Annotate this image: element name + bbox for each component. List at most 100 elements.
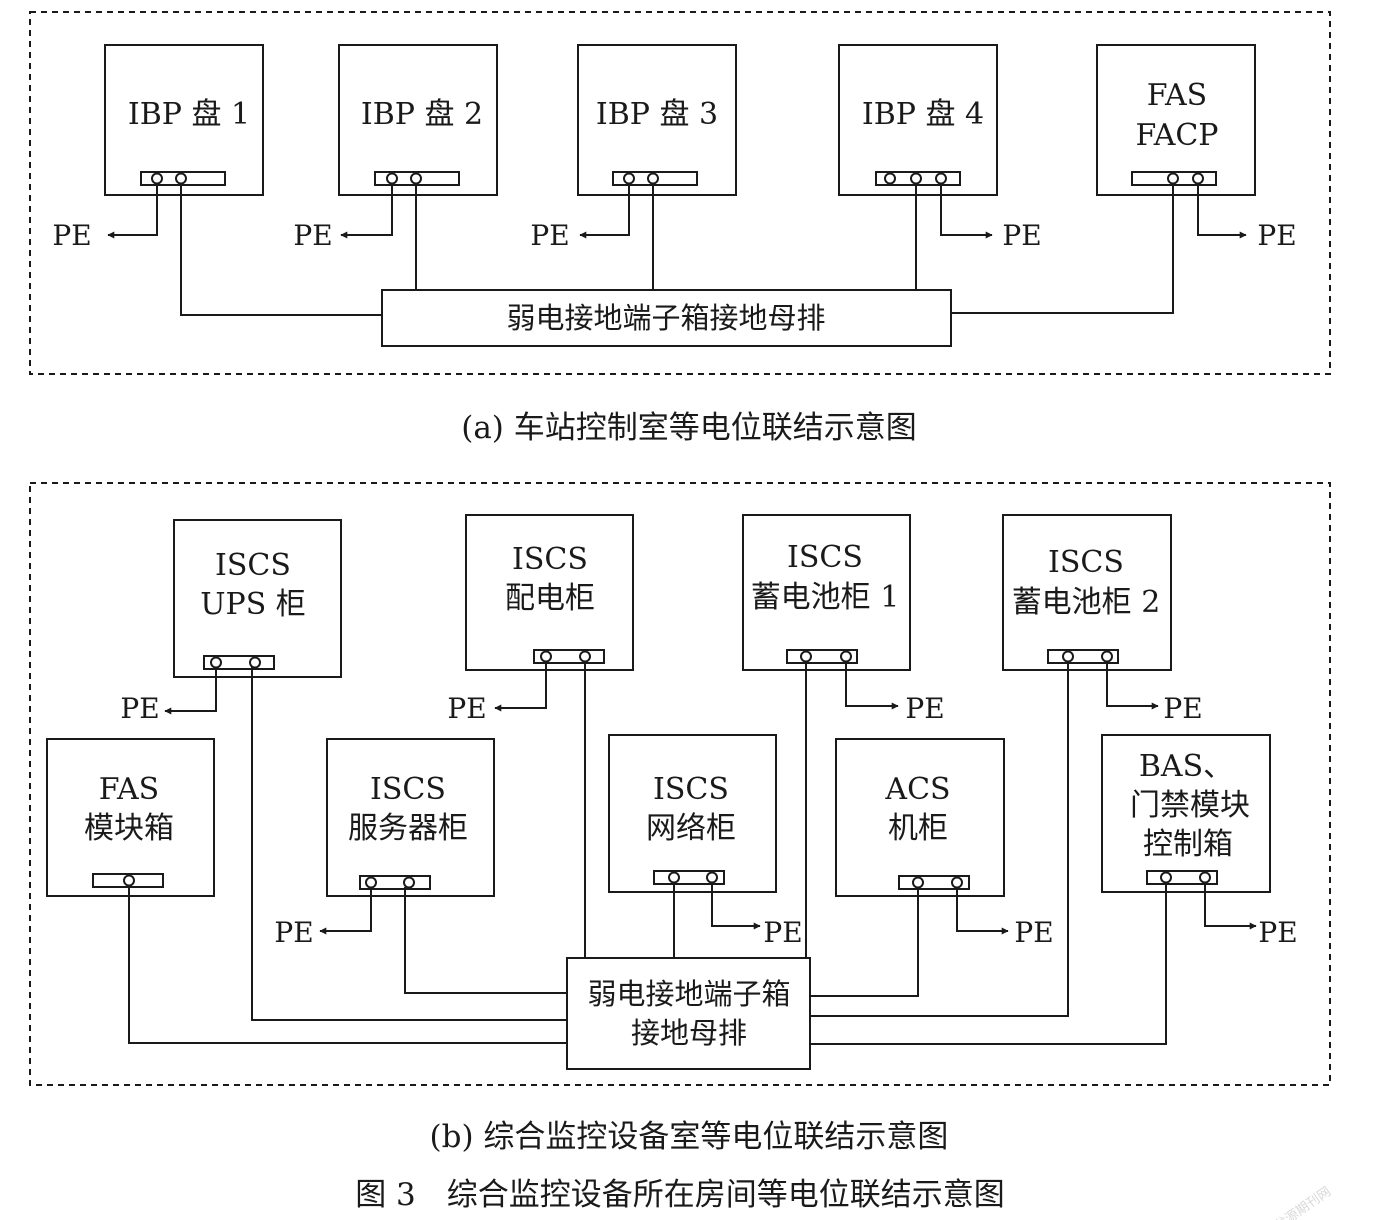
- iscs-server-cabinet-label-line-1: ISCS: [370, 772, 446, 807]
- bas-access-control-pe-wire: [1204, 882, 1257, 930]
- iscs-ups-cabinet-box: [173, 519, 342, 678]
- iscs-battery-cabinet-1-box: [742, 514, 911, 671]
- iscs-network-cabinet-label-line-2: 网络柜: [646, 811, 736, 846]
- ibp-panel-1-terminal-hole: [175, 172, 187, 185]
- iscs-distribution-cabinet-terminal-hole: [579, 650, 591, 663]
- bas-access-control-box: [1101, 734, 1271, 893]
- iscs-server-cabinet-label-line-2: 服务器柜: [348, 811, 468, 846]
- busbar-b-label-line-2: 接地母排: [631, 1016, 747, 1050]
- caption-b: (b) 综合监控设备室等电位联结示意图: [430, 1119, 949, 1155]
- watermark: 龙源期刊网: [1272, 1184, 1334, 1220]
- ibp-panel-4-label: IBP 盘 4: [862, 97, 984, 132]
- iscs-ups-cabinet-label-line-1: ISCS: [215, 548, 291, 583]
- fas-facp-terminal-hole: [1192, 172, 1204, 185]
- ibp-panel-3-box: [577, 44, 737, 196]
- ibp-panel-2-terminal-hole: [410, 172, 422, 185]
- ibp-panel-3-label: IBP 盘 3: [596, 97, 718, 132]
- iscs-server-cabinet-terminal: [359, 875, 431, 890]
- ibp-panel-1-terminal: [140, 171, 226, 186]
- ibp-panel-2-label: IBP 盘 2: [361, 97, 483, 132]
- iscs-battery-cabinet-2-terminal: [1047, 649, 1119, 664]
- ibp-panel-1-bus-wire: [180, 183, 382, 316]
- bas-access-control-label-line-1: BAS、: [1139, 749, 1233, 784]
- diagram-b-labels: ISCS UPS 柜 ISCS 配电柜 ISCS 蓄电池柜 1 ISCS 蓄电池…: [84, 540, 1298, 1155]
- iscs-ups-cabinet-bus-wire: [251, 667, 567, 1021]
- ibp-panel-4-box: [838, 44, 998, 196]
- ibp-panel-2-terminal-hole: [386, 172, 398, 185]
- acs-cabinet-label-line-2: 机柜: [888, 811, 948, 846]
- bas-access-control-terminal-hole: [1160, 871, 1172, 884]
- fas-module-box-label-line-2: 模块箱: [84, 811, 174, 846]
- fas-module-box-bus-wire: [128, 885, 567, 1044]
- ibp-panel-3-terminal-hole: [647, 172, 659, 185]
- ibp-panel-4-terminal-hole: [910, 172, 922, 185]
- iscs-distribution-cabinet-box: [465, 514, 634, 671]
- iscs-battery-cabinet-2-box: [1002, 514, 1172, 671]
- acs-cabinet-box: [835, 738, 1005, 897]
- iscs-network-cabinet-pe-wire: [711, 882, 761, 930]
- ibp-panel-3-terminal: [612, 171, 698, 186]
- ibp-panel-1-terminal-hole: [151, 172, 163, 185]
- pe-label: PE: [447, 692, 486, 725]
- pe-label: PE: [274, 916, 313, 949]
- iscs-distribution-cabinet-label-line-2: 配电柜: [505, 581, 595, 616]
- iscs-distribution-cabinet-label-line-1: ISCS: [512, 542, 588, 577]
- iscs-battery-cabinet-2-pe-wire: [1106, 661, 1159, 710]
- fas-facp-label-line-1: FAS: [1147, 78, 1207, 113]
- fas-facp-pe-wire: [1197, 183, 1247, 239]
- iscs-ups-cabinet-terminal-hole: [249, 656, 261, 669]
- pe-label: PE: [1014, 916, 1053, 949]
- pe-label: PE: [763, 916, 802, 949]
- iscs-battery-cabinet-2-terminal-hole: [1062, 650, 1074, 663]
- iscs-battery-cabinet-1-label-line-2: 蓄电池柜 1: [751, 580, 900, 615]
- iscs-distribution-cabinet-terminal: [533, 649, 605, 664]
- fas-facp-bus-wire: [951, 183, 1174, 314]
- pe-label: PE: [120, 692, 159, 725]
- fas-facp-box: [1096, 44, 1256, 196]
- iscs-battery-cabinet-2-label-line-2: 蓄电池柜 2: [1012, 585, 1161, 620]
- busbar-a-label: 弱电接地端子箱接地母排: [506, 301, 825, 335]
- fas-module-box-label-line-1: FAS: [99, 772, 159, 807]
- pe-label: PE: [293, 219, 332, 252]
- iscs-battery-cabinet-1-terminal-hole: [840, 650, 852, 663]
- iscs-battery-cabinet-2-bus-wire: [810, 661, 1069, 1017]
- diagram-a: [29, 11, 1331, 375]
- pe-label: PE: [1002, 219, 1041, 252]
- iscs-server-cabinet-bus-wire: [404, 887, 567, 994]
- iscs-network-cabinet-terminal-hole: [706, 871, 718, 884]
- iscs-network-cabinet-terminal-hole: [668, 871, 680, 884]
- iscs-distribution-cabinet-terminal-hole: [540, 650, 552, 663]
- acs-cabinet-bus-wire: [810, 887, 919, 997]
- iscs-battery-cabinet-1-label-line-1: ISCS: [787, 540, 863, 575]
- acs-cabinet-terminal: [898, 875, 970, 890]
- pe-label: PE: [52, 219, 91, 252]
- pe-label: PE: [1163, 692, 1202, 725]
- fas-module-box-terminal-hole: [123, 874, 135, 887]
- acs-cabinet-pe-wire: [956, 887, 1009, 935]
- pe-label: PE: [1258, 916, 1297, 949]
- diagram-b: [29, 482, 1331, 1086]
- ibp-panel-1-pe-wire: [107, 183, 158, 239]
- bas-access-control-terminal-hole: [1199, 871, 1211, 884]
- ibp-panel-4-pe-wire: [940, 183, 993, 239]
- iscs-network-cabinet-box: [608, 734, 777, 893]
- iscs-battery-cabinet-1-pe-wire: [845, 661, 899, 710]
- acs-cabinet-label-line-1: ACS: [884, 772, 950, 807]
- fas-facp-label-line-2: FACP: [1135, 118, 1218, 153]
- fas-module-box: [46, 738, 215, 897]
- ibp-panel-2-pe-wire: [340, 183, 393, 239]
- iscs-network-cabinet-terminal: [653, 870, 725, 885]
- iscs-server-cabinet-terminal-hole: [403, 876, 415, 889]
- acs-cabinet-terminal-hole: [951, 876, 963, 889]
- iscs-battery-cabinet-1-terminal-hole: [800, 650, 812, 663]
- figure-caption: 图 3 综合监控设备所在房间等电位联结示意图: [355, 1177, 1005, 1213]
- bas-access-control-terminal: [1146, 870, 1218, 885]
- iscs-ups-cabinet-terminal: [203, 655, 275, 670]
- ibp-panel-1-box: [104, 44, 264, 196]
- ibp-panel-4-terminal-hole: [884, 172, 896, 185]
- bas-access-control-label-line-2: 门禁模块: [1130, 788, 1250, 823]
- ibp-panel-4-terminal: [875, 171, 961, 186]
- busbar-a-box: [381, 289, 952, 347]
- acs-cabinet-terminal-hole: [912, 876, 924, 889]
